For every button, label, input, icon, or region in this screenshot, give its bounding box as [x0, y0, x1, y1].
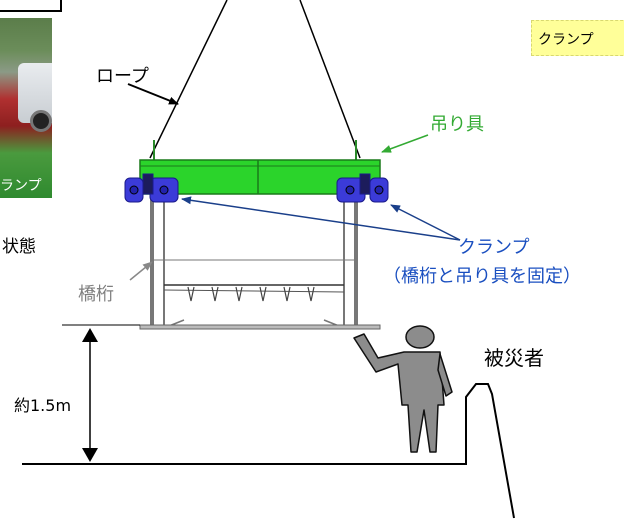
clamp-left [124, 173, 179, 203]
clamp-photo: ランプ [0, 18, 52, 198]
note-text: クランプ [538, 32, 594, 48]
lifting-tool-arrow [381, 134, 429, 153]
photo-caption-frame [0, 0, 62, 12]
height-dimension [22, 324, 460, 465]
clamp-note-label: （橋桁と吊り具を固定） [383, 266, 581, 287]
clamp-label: クランプ [458, 237, 530, 258]
photo-caption: ランプ [0, 178, 42, 194]
bridge-girder [139, 195, 381, 330]
height-label: 約1.5m [14, 396, 72, 415]
victim-figure [353, 325, 453, 453]
wheel-shape [30, 110, 52, 132]
note-box: クランプ [531, 20, 624, 56]
clamp-arrows [181, 196, 461, 241]
clamp-right [336, 173, 389, 203]
rope-lines [149, 0, 361, 159]
girder-label: 橋桁 [78, 284, 114, 305]
lifting-tool-label: 吊り具 [430, 114, 484, 135]
ground-slope [460, 383, 515, 519]
rope-label: ロープ [96, 66, 149, 87]
victim-label: 被災者 [484, 346, 544, 370]
girder-arrow [129, 261, 153, 281]
rope-arrow [127, 83, 179, 105]
left-partial-label: 状態 [2, 237, 36, 257]
